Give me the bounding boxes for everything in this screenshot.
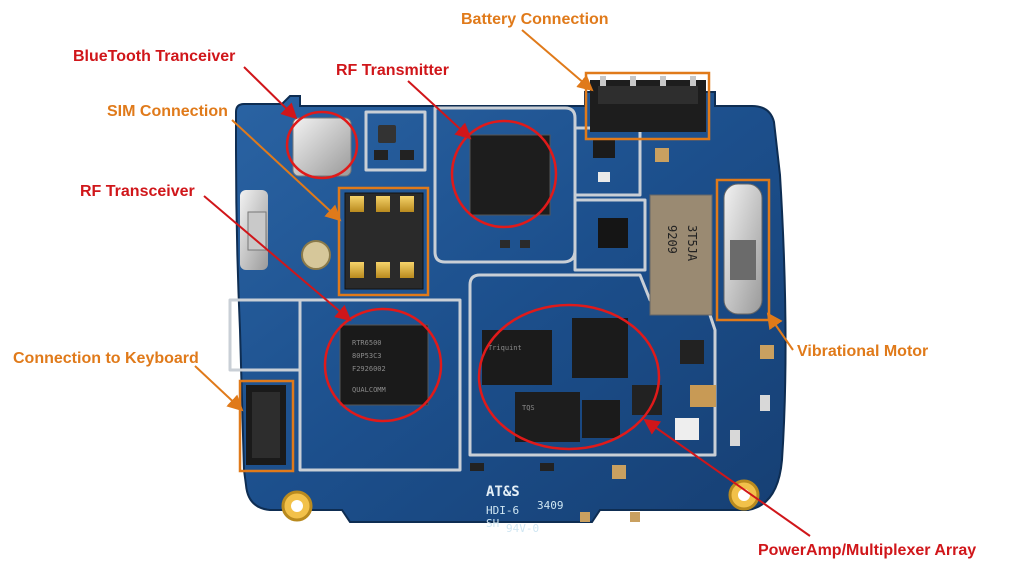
sim-highlight: [337, 186, 430, 297]
silkscreen-line1: HDI-6: [486, 504, 520, 517]
poweramp-chips: Triquint TQS: [482, 318, 704, 442]
poweramp-highlight: [477, 303, 661, 451]
chip-marking-3: F2926002: [352, 365, 386, 373]
rf-transceiver-chip: RTR6500 80P53C3 F2926002 QUALCOMM: [339, 324, 429, 406]
mounting-holes: [281, 479, 760, 522]
pa-marking-0: TQS: [522, 404, 535, 412]
shield-outlines: [228, 106, 717, 472]
rf-transceiver-arrow: [203, 195, 352, 322]
silkscreen-line2: SH: [486, 517, 500, 530]
bluetooth-highlight: [285, 110, 359, 180]
bluetooth-arrow: [243, 66, 298, 120]
sim-arrow: [231, 119, 342, 222]
silkscreen-code: 3409: [537, 499, 564, 512]
chip-marking-2: 80P53C3: [352, 352, 382, 360]
label-rf-transceiver: RF Transceiver: [80, 183, 195, 200]
pa-marking-1: Triquint: [488, 344, 522, 352]
label-poweramp-multiplexer: PowerAmp/Multiplexer Array: [758, 542, 977, 559]
silkscreen-brand: AT&S: [486, 484, 520, 500]
leader-arrows: [194, 29, 811, 537]
rf-transceiver-highlight: [323, 307, 443, 423]
battery-highlight: [584, 71, 711, 141]
highlight-rects: [238, 71, 771, 473]
motor-arrow: [766, 312, 794, 351]
label-vibrational-motor: Vibrational Motor: [797, 343, 929, 360]
highlight-circles: [285, 110, 661, 451]
keyboard-connector: [246, 385, 286, 465]
motor-marking-0: 9209: [665, 225, 679, 254]
chip-marking-1: RTR6500: [352, 339, 382, 347]
rf-transmitter-highlight: [450, 119, 558, 229]
keyboard-highlight: [238, 379, 295, 473]
label-bluetooth-tranceiver: BlueTooth Tranceiver: [73, 48, 236, 65]
motor-marking-1: 3T5JA: [685, 225, 699, 262]
label-rf-transmitter: RF Transmitter: [336, 62, 449, 79]
label-sim-connection: SIM Connection: [107, 103, 228, 120]
keyboard-arrow: [194, 365, 244, 412]
small-components: [240, 125, 774, 522]
label-connection-to-keyboard: Connection to Keyboard: [13, 350, 199, 367]
battery-arrow: [521, 29, 594, 92]
poweramp-arrow: [643, 418, 811, 537]
silkscreen-rating: 94V-0: [506, 522, 540, 535]
motor-highlight: [715, 178, 771, 322]
battery-connector: [590, 76, 706, 132]
rf-transmitter-chip: [469, 134, 551, 216]
chip-marking-0: QUALCOMM: [352, 386, 386, 394]
label-battery-connection: Battery Connection: [461, 11, 609, 28]
bluetooth-module: [292, 117, 352, 177]
sim-connector: [344, 192, 424, 290]
rf-transmitter-arrow: [407, 80, 472, 140]
motor-assembly: 9209 3T5JA: [649, 183, 763, 316]
